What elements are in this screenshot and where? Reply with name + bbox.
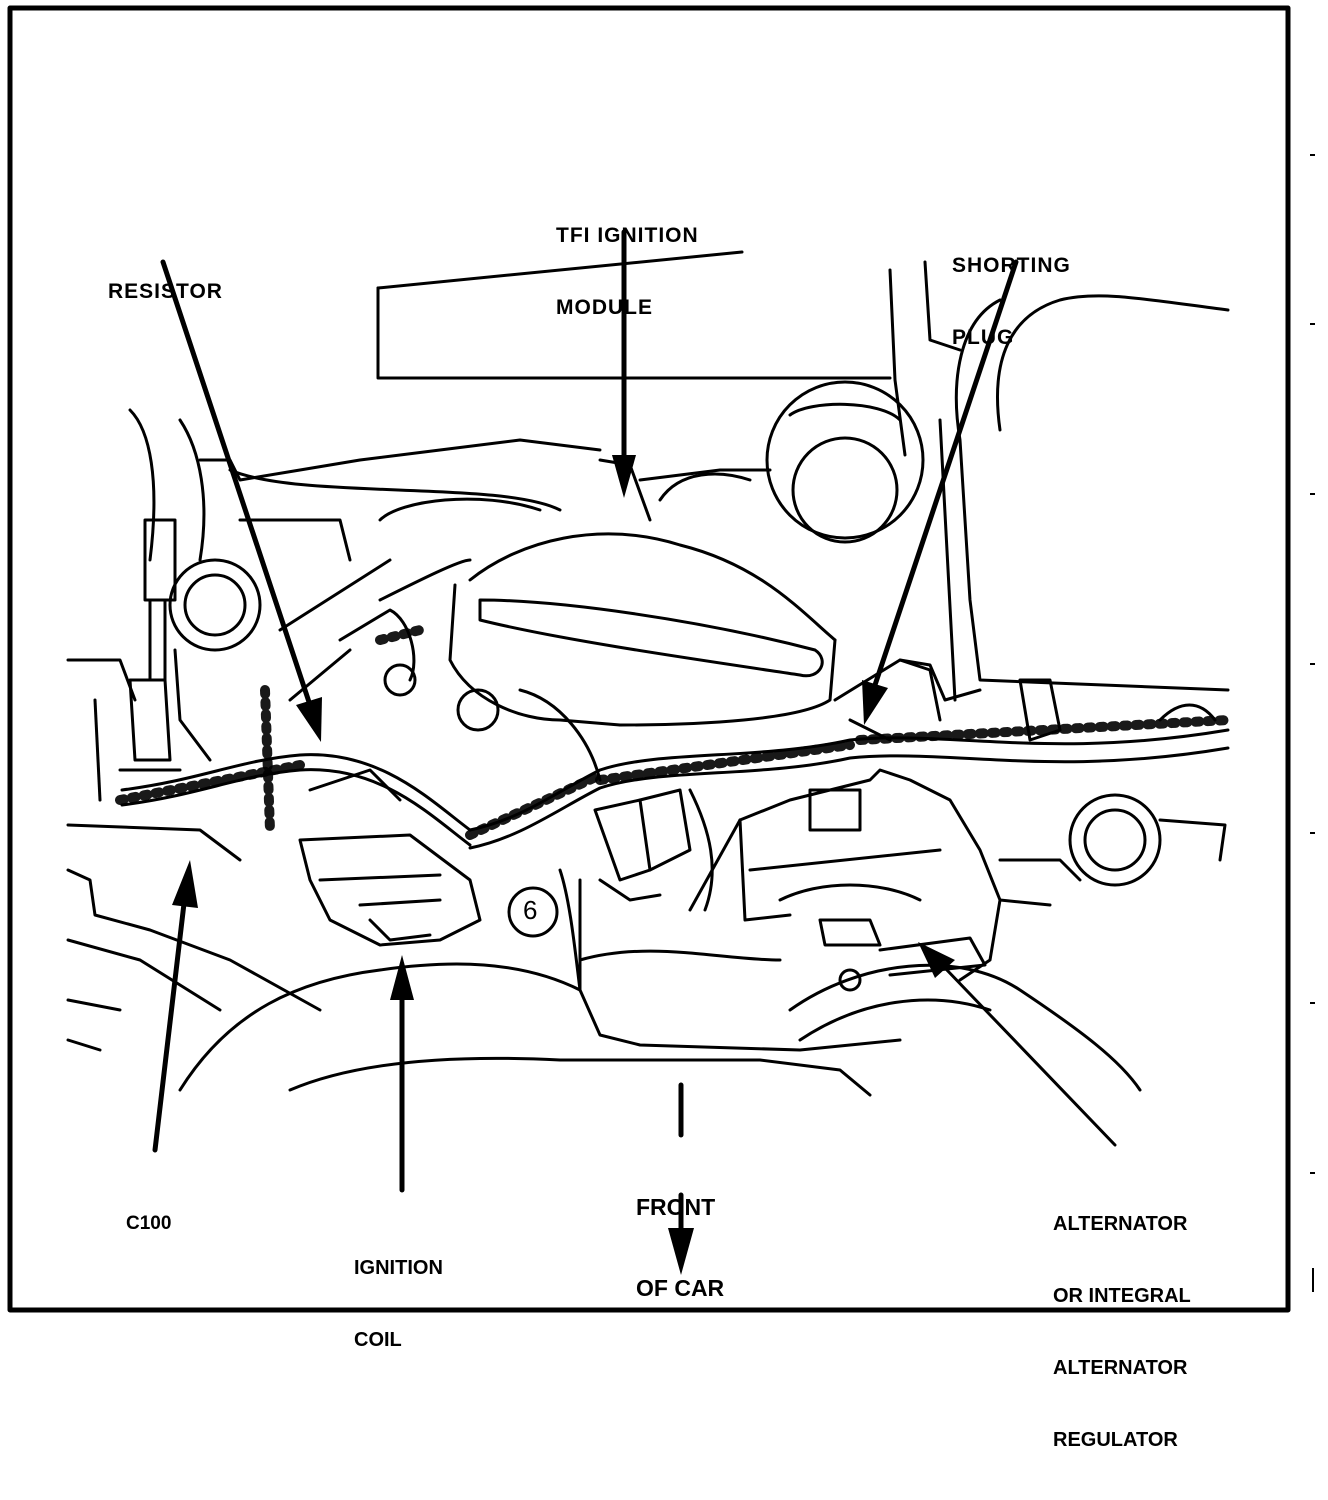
margin-tick [1310,154,1315,156]
label-ignition-coil: IGNITION COIL [354,1257,443,1351]
margin-tick [1310,1172,1315,1174]
callout-number: 6 [523,895,538,925]
margin-tick [1310,663,1315,665]
margin-tick [1310,832,1315,834]
margin-tick [1310,1002,1315,1004]
label-alternator: ALTERNATOR OR INTEGRAL ALTERNATOR REGULA… [1053,1213,1191,1451]
leader-arrows [152,229,1117,1233]
arrow-head-c100 [172,860,198,908]
diagram-border [7,5,1291,1313]
engine-line-drawing [7,5,1291,1313]
callout-circle [507,886,559,938]
diagram-frame: 6 TFI IGNITION MODULE SHORTING PLUG RESI… [7,5,1315,1451]
label-shorting-plug: SHORTING PLUG [952,254,1071,349]
margin-tick [1310,493,1315,495]
arrow-head-alternator [918,942,955,978]
margin-tick [1312,1268,1314,1292]
margin-tick [1310,323,1315,325]
arrow-head-tfi [612,455,636,498]
label-c100: C100 [126,1213,172,1234]
arrow-heads [172,455,955,1275]
arrow-head-coil [390,955,414,1000]
label-tfi-module: TFI IGNITION MODULE [556,224,699,319]
engine-artwork [66,250,1233,1097]
arrow-head-front [668,1228,694,1275]
label-front-of-car: FRONT OF CAR [636,1194,725,1301]
arrow-head-shorting-plug [862,680,888,725]
label-resistor: RESISTOR [108,280,223,303]
arrow-head-resistor [296,697,322,742]
